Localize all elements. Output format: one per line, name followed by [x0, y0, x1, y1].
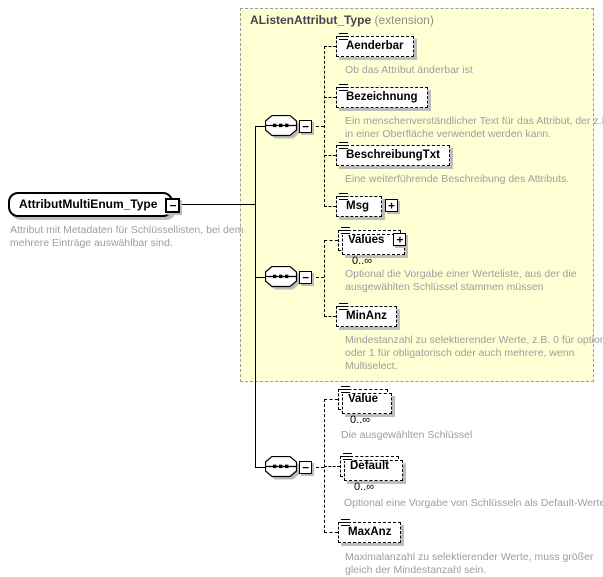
- element-box-beschreibungtxt[interactable]: BeschreibungTxt: [336, 142, 450, 166]
- sequence-icon[interactable]: [265, 115, 303, 142]
- connector-line: [324, 466, 340, 467]
- element-icon: [341, 227, 350, 235]
- extension-type-box: [240, 8, 594, 382]
- connector-line: [255, 126, 267, 127]
- connector-line: [255, 277, 267, 278]
- collapse-icon[interactable]: −: [299, 461, 312, 474]
- connector-line: [324, 97, 336, 98]
- element-box-value[interactable]: Value: [338, 386, 393, 414]
- connector-line: [324, 240, 338, 241]
- connector-line: [324, 240, 325, 317]
- element-icon: [339, 142, 348, 150]
- element-description: Optional eine Vorgabe von Schlüsseln als…: [344, 497, 603, 509]
- element-icon: [341, 386, 350, 394]
- element-description: Optional die Vorgabe einer Werteliste, a…: [345, 268, 577, 293]
- element-description: Die ausgewählten Schlüssel: [341, 429, 473, 441]
- extension-type-name: AListenAttribut_Type: [250, 13, 372, 27]
- root-element[interactable]: AttributMultiEnum_Type −: [8, 192, 181, 217]
- collapse-icon[interactable]: −: [299, 120, 312, 133]
- element-box-minanz[interactable]: MinAnz: [336, 303, 397, 327]
- connector-line: [311, 467, 324, 468]
- occurs-label: 0..∞: [352, 255, 373, 267]
- element-box-values[interactable]: Values +: [338, 227, 407, 255]
- connector-line: [324, 46, 325, 207]
- sequence-icon[interactable]: [265, 456, 303, 483]
- collapse-icon[interactable]: −: [165, 198, 181, 213]
- connector-line: [324, 206, 336, 207]
- element-name: MaxAnz: [348, 526, 392, 538]
- occurs-label: 0..∞: [354, 481, 375, 493]
- element-description: Ob das Attribut änderbar ist: [345, 64, 473, 76]
- root-description: Attribut mit Metadaten für Schlüssellist…: [10, 224, 244, 249]
- element-box-bezeichnung[interactable]: Bezeichnung: [336, 84, 428, 108]
- connector-line: [255, 467, 267, 468]
- collapse-icon[interactable]: −: [299, 271, 312, 284]
- expand-icon[interactable]: +: [393, 233, 407, 246]
- element-name: BeschreibungTxt: [346, 149, 440, 161]
- element-description: Eine weiterführende Beschreibung des Att…: [345, 173, 570, 185]
- element-name: Bezeichnung: [346, 91, 418, 103]
- connector-line: [311, 126, 324, 127]
- sequence-icon[interactable]: [265, 266, 303, 293]
- connector-line: [150, 204, 255, 205]
- occurs-label: 0..∞: [350, 414, 371, 426]
- connector-line: [324, 316, 336, 317]
- element-icon: [341, 519, 350, 527]
- connector-line: [311, 277, 324, 278]
- extension-title: AListenAttribut_Type (extension): [250, 13, 434, 27]
- element-name: MinAnz: [346, 310, 387, 322]
- element-icon: [339, 303, 348, 311]
- element-description: Ein menschenverständlicher Text für das …: [345, 115, 603, 140]
- root-element-name: AttributMultiEnum_Type: [19, 197, 158, 211]
- element-icon: [339, 84, 348, 92]
- element-box-maxanz[interactable]: MaxAnz: [338, 519, 402, 543]
- expand-icon[interactable]: +: [385, 199, 398, 212]
- element-box-msg[interactable]: Msg +: [336, 193, 398, 217]
- element-box-aenderbar[interactable]: Aenderbar: [336, 33, 414, 57]
- element-description: Mindestanzahl zu selektierender Werte, z…: [345, 334, 603, 372]
- element-box-default[interactable]: Default: [340, 453, 403, 481]
- element-icon: [343, 453, 352, 461]
- element-name: Value: [348, 393, 379, 405]
- connector-line: [255, 126, 256, 468]
- element-icon: [339, 193, 348, 201]
- element-name: Aenderbar: [346, 40, 404, 52]
- connector-line: [324, 399, 338, 400]
- connector-line: [324, 532, 338, 533]
- connector-line: [324, 155, 336, 156]
- connector-line: [324, 46, 336, 47]
- element-name: Values: [348, 234, 385, 246]
- element-name: Msg: [346, 200, 369, 212]
- element-name: Default: [350, 460, 389, 472]
- element-description: Maximalanzahl zu selektierender Werte, m…: [345, 551, 594, 576]
- extension-suffix: (extension): [374, 13, 434, 27]
- element-icon: [339, 33, 348, 41]
